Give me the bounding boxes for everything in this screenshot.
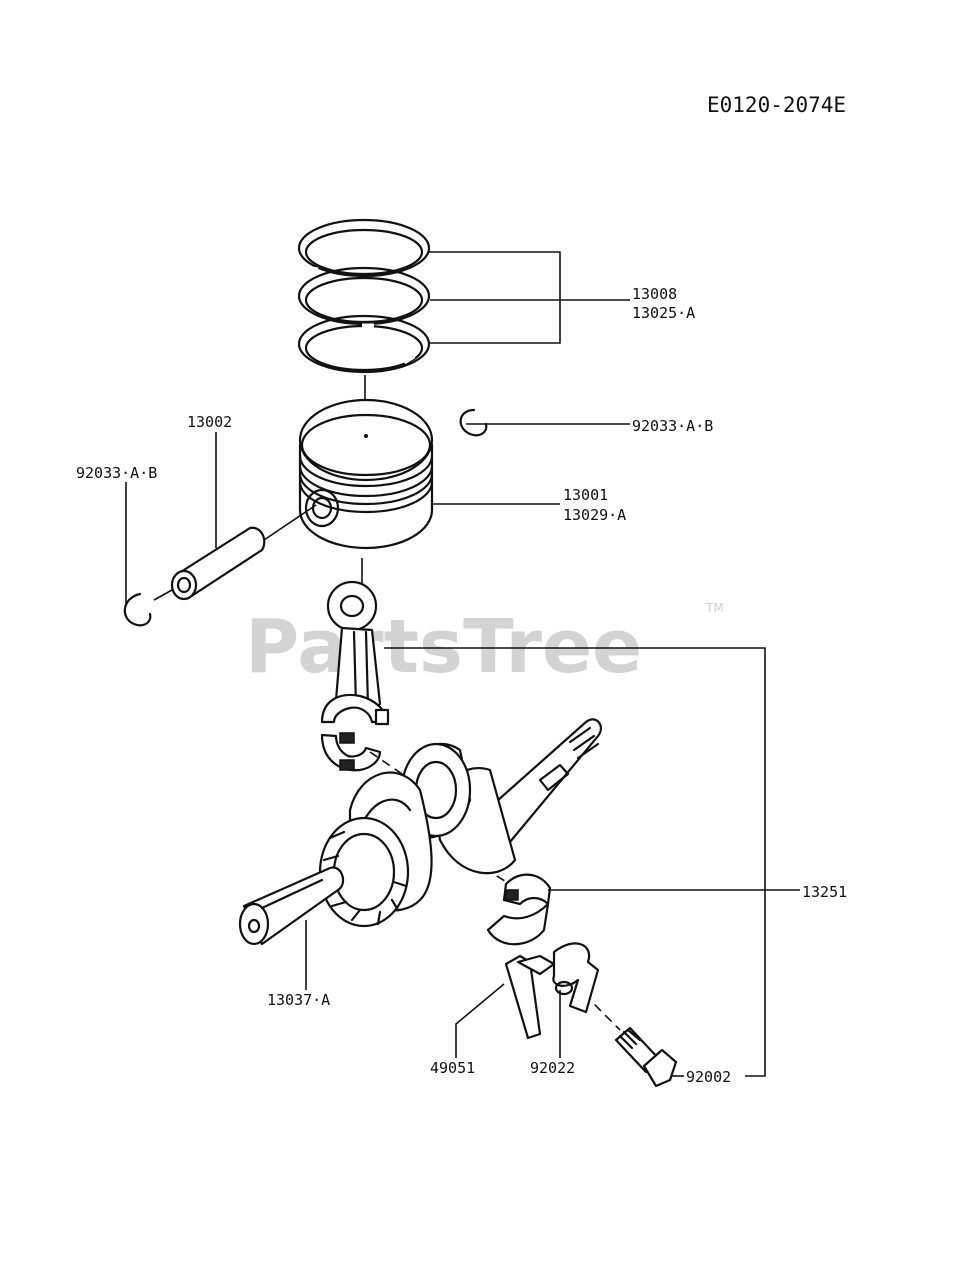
label-92002[interactable]: 92002: [686, 1068, 731, 1086]
watermark-tm: TM: [705, 601, 724, 615]
label-13037-a[interactable]: 13037·A: [267, 991, 330, 1009]
label-13001[interactable]: 13001: [563, 486, 608, 504]
piston-pin-drawing[interactable]: [170, 526, 266, 601]
piston-rings-drawing[interactable]: [297, 218, 431, 374]
label-13008[interactable]: 13008: [632, 285, 677, 303]
label-13251[interactable]: 13251: [802, 883, 847, 901]
label-92022[interactable]: 92022: [530, 1059, 575, 1077]
label-13002[interactable]: 13002: [187, 413, 232, 431]
watermark-text: PartsTree: [245, 604, 642, 690]
crankshaft-drawing[interactable]: [238, 718, 602, 946]
circlip-left-drawing[interactable]: [123, 592, 152, 627]
lock-plate-drawing[interactable]: [552, 942, 600, 1014]
label-49051[interactable]: 49051: [430, 1059, 475, 1077]
label-13025-a[interactable]: 13025·A: [632, 304, 695, 322]
label-13029-a[interactable]: 13029·A: [563, 506, 626, 524]
bolt-drawing[interactable]: [614, 1026, 678, 1088]
piston-drawing[interactable]: [298, 398, 434, 550]
rod-cap-drawing[interactable]: [486, 873, 552, 946]
dipper-drawing[interactable]: [504, 954, 556, 1040]
label-92033-left[interactable]: 92033·A·B: [76, 464, 157, 482]
connecting-rod-drawing[interactable]: [320, 580, 390, 772]
circlip-right-drawing[interactable]: [459, 408, 488, 437]
diagram-code: E0120-2074E: [707, 93, 846, 117]
label-92033-right[interactable]: 92033·A·B: [632, 417, 713, 435]
